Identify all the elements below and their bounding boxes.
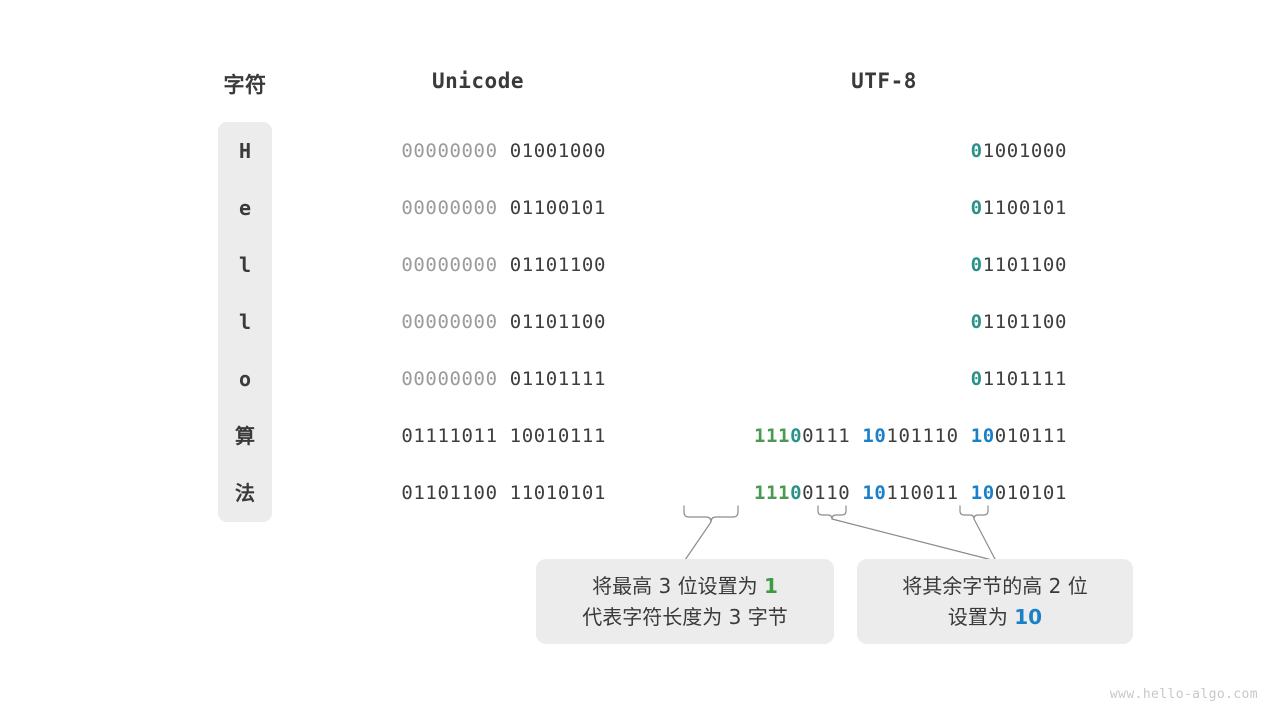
utf8-marker-bits-blue: 10 (862, 425, 887, 447)
callout-line-2: 代表字符长度为 3 字节 (582, 602, 787, 633)
utf8-payload-bits: 010111 (994, 425, 1067, 447)
utf8-marker-bits-green: 111 (753, 482, 791, 504)
watermark: www.hello-algo.com (1109, 687, 1258, 702)
column-header-utf8: UTF-8 (851, 69, 917, 93)
unicode-low-bytes: 01100101 (509, 197, 606, 219)
callout-line-1-text: 将最高 3 位设置为 (592, 573, 764, 598)
utf8-binary-cell: 01101100 (620, 309, 1067, 335)
callout-box-leading-bits: 将最高 3 位设置为 1 代表字符长度为 3 字节 (536, 559, 834, 644)
character-cell: e (238, 196, 252, 220)
callout-box-continuation-bits: 将其余字节的高 2 位 设置为 10 (857, 559, 1133, 644)
utf8-marker-bits-green: 111 (753, 425, 791, 447)
utf8-marker-bits-teal: 0 (790, 425, 803, 447)
unicode-binary-cell: 00000000 01100101 (306, 195, 606, 221)
character-cell: l (238, 253, 252, 277)
unicode-high-byte: 00000000 (401, 197, 510, 219)
unicode-low-bytes: 01101100 (509, 254, 606, 276)
unicode-low-bytes: 01101100 (509, 311, 606, 333)
utf8-binary-cell: 11100110 10110011 10010101 (620, 480, 1067, 506)
utf8-marker-bits-teal: 0 (790, 482, 803, 504)
character-cell: o (238, 367, 252, 391)
character-cell: 算 (235, 424, 255, 448)
unicode-binary-cell: 01111011 10010111 (306, 423, 606, 449)
character-cell: 法 (235, 481, 255, 505)
column-header-character: 字符 (223, 73, 267, 97)
utf8-binary-cell: 01101100 (620, 252, 1067, 278)
character-column-panel (218, 122, 272, 522)
unicode-low-bytes: 01101111 (509, 368, 606, 390)
character-cell: H (238, 139, 252, 163)
utf8-marker-bits-teal: 0 (970, 311, 983, 333)
unicode-low-bytes: 01101100 11010101 (401, 482, 606, 504)
unicode-high-byte: 00000000 (401, 311, 510, 333)
unicode-low-bytes: 01111011 10010111 (401, 425, 606, 447)
callout-line-1: 将其余字节的高 2 位 (902, 571, 1087, 602)
utf8-payload-bits: 101110 (886, 425, 971, 447)
utf8-payload-bits: 1100101 (982, 197, 1067, 219)
utf8-binary-cell: 01101111 (620, 366, 1067, 392)
callout-line-2-text: 设置为 (947, 604, 1015, 629)
unicode-binary-cell: 00000000 01101100 (306, 252, 606, 278)
column-header-unicode: Unicode (431, 69, 524, 93)
utf8-marker-bits-blue: 10 (970, 425, 995, 447)
callout-line-1-text: 将其余字节的高 2 位 (902, 573, 1088, 598)
utf8-marker-bits-teal: 0 (970, 254, 983, 276)
unicode-binary-cell: 00000000 01101100 (306, 309, 606, 335)
utf8-binary-cell: 01100101 (620, 195, 1067, 221)
unicode-binary-cell: 00000000 01001000 (306, 138, 606, 164)
utf8-payload-bits: 0111 (802, 425, 863, 447)
utf8-payload-bits: 0110 (802, 482, 863, 504)
unicode-binary-cell: 01101100 11010101 (306, 480, 606, 506)
utf8-payload-bits: 110011 (886, 482, 971, 504)
utf8-marker-bits-teal: 0 (970, 197, 983, 219)
callout-line-2-highlight: 10 (1014, 604, 1043, 629)
utf8-payload-bits: 1101111 (982, 368, 1067, 390)
utf8-marker-bits-blue: 10 (862, 482, 887, 504)
callout-line-2-text: 代表字符长度为 3 字节 (582, 604, 788, 629)
unicode-high-byte: 00000000 (401, 254, 510, 276)
utf8-marker-bits-blue: 10 (970, 482, 995, 504)
utf8-binary-cell: 01001000 (620, 138, 1067, 164)
utf8-payload-bits: 1101100 (982, 254, 1067, 276)
unicode-binary-cell: 00000000 01101111 (306, 366, 606, 392)
callout-line-1: 将最高 3 位设置为 1 (592, 571, 778, 602)
utf8-payload-bits: 010101 (994, 482, 1067, 504)
callout-line-2: 设置为 10 (948, 602, 1042, 633)
utf8-marker-bits-teal: 0 (970, 368, 983, 390)
unicode-high-byte: 00000000 (401, 140, 510, 162)
unicode-low-bytes: 01001000 (509, 140, 606, 162)
utf8-payload-bits: 1001000 (982, 140, 1067, 162)
unicode-high-byte: 00000000 (401, 368, 510, 390)
utf8-binary-cell: 11100111 10101110 10010111 (620, 423, 1067, 449)
character-cell: l (238, 310, 252, 334)
utf8-marker-bits-teal: 0 (970, 140, 983, 162)
utf8-payload-bits: 1101100 (982, 311, 1067, 333)
callout-line-1-highlight: 1 (763, 573, 778, 598)
